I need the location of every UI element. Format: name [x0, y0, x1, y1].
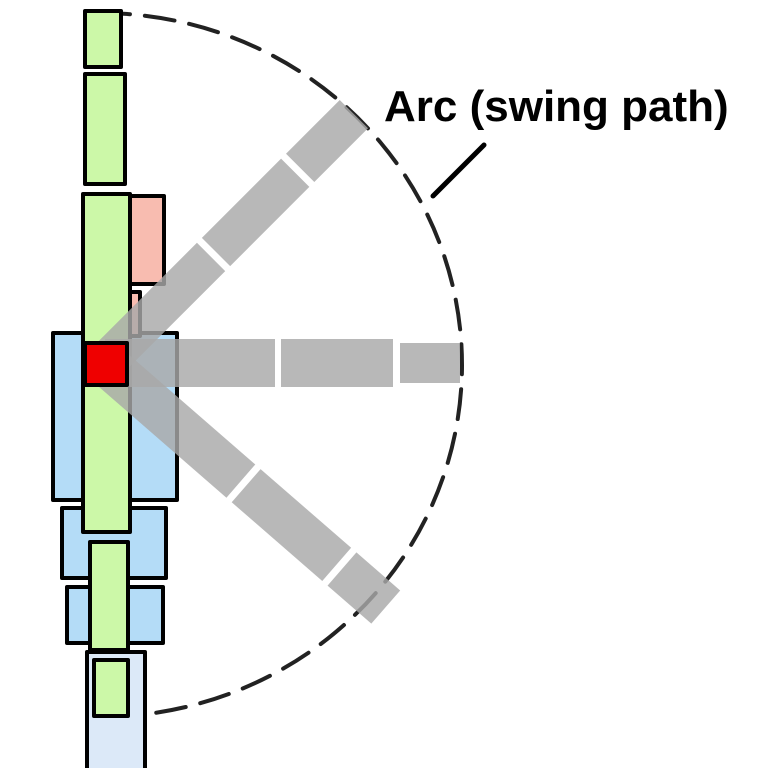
green-segment-upper	[83, 72, 127, 186]
green-segment-lower	[88, 540, 130, 652]
swing-bar-up-segment-2	[201, 158, 310, 267]
swing-bar-horizontal-segment-3	[400, 343, 460, 383]
swing-bar-horizontal	[105, 339, 460, 387]
swing-bar-down-segment-2	[231, 469, 352, 582]
arc-label: Arc (swing path)	[384, 82, 729, 131]
green-segment-bottom	[92, 658, 130, 718]
pink-block-upper	[124, 194, 166, 286]
swing-bar-down-segment-3	[327, 552, 401, 624]
swing-bar-down-segment-1	[90, 346, 256, 498]
swing-bar-up-segment-3	[286, 99, 369, 182]
green-segment-top	[83, 9, 123, 69]
swing-arc	[98, 11, 464, 719]
pivot-square	[83, 341, 129, 387]
swing-bar-horizontal-segment-2	[281, 339, 393, 387]
swing-bar-down	[90, 346, 401, 624]
arc-label-leader	[430, 142, 487, 199]
